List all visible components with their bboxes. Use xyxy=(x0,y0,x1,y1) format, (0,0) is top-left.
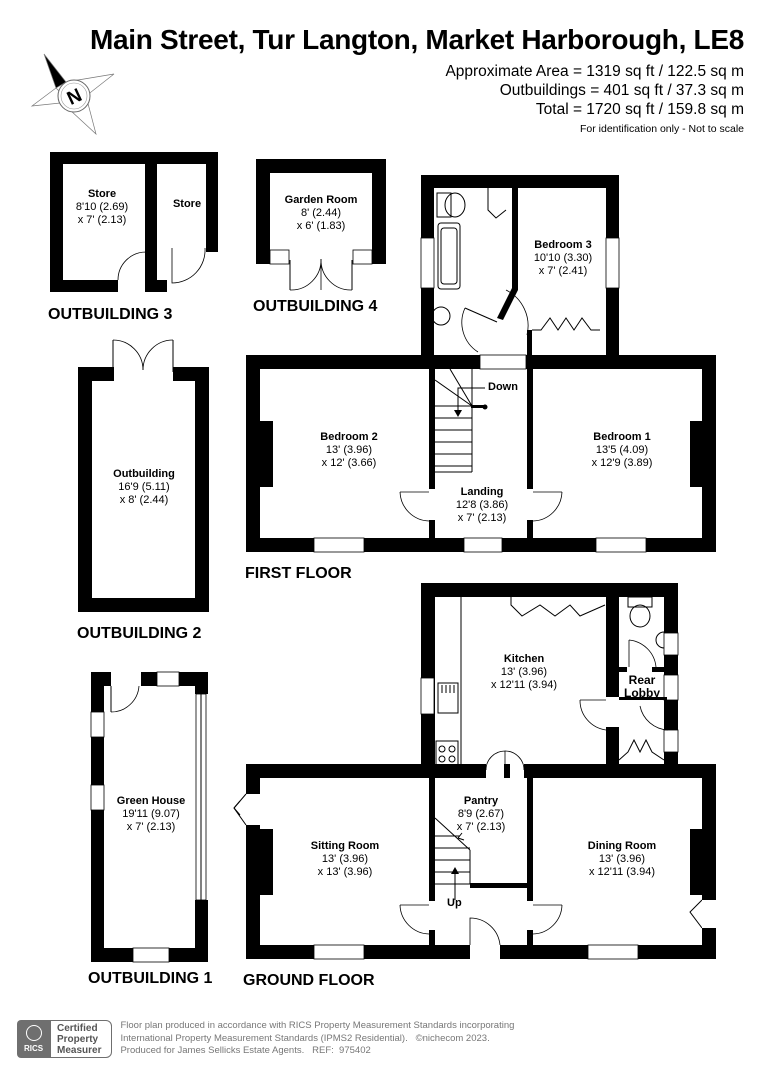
outbuilding-1-label: OUTBUILDING 1 xyxy=(88,970,213,987)
footer: RICS Certified Property Measurer Floor p… xyxy=(17,1020,514,1058)
room-label-bedroom-2: Bedroom 2 13' (3.96) x 12' (3.66) xyxy=(320,431,378,469)
outbuildings-area: Outbuildings = 401 sq ft / 37.3 sq m xyxy=(499,82,744,99)
room-label-pantry: Pantry 8'9 (2.67) x 7' (2.13) xyxy=(456,795,506,833)
outbuilding-4-label: OUTBUILDING 4 xyxy=(253,298,378,315)
ground-floor-label: GROUND FLOOR xyxy=(243,972,375,989)
room-label-rear-lobby: Rear Lobby xyxy=(624,673,660,700)
total-area: Total = 1720 sq ft / 159.8 sq m xyxy=(535,101,744,118)
room-label-sitting-room: Sitting Room 13' (3.96) x 13' (3.96) xyxy=(310,840,380,878)
rics-emblem-icon xyxy=(25,1025,42,1041)
stairs-up-label: Up xyxy=(447,897,462,909)
outbuilding-2-label: OUTBUILDING 2 xyxy=(77,625,202,642)
room-label-kitchen: Kitchen 13' (3.96) x 12'11 (3.94) xyxy=(490,653,558,691)
room-label-landing: Landing 12'8 (3.86) x 7' (2.13) xyxy=(455,486,509,524)
north-compass-icon: N xyxy=(30,53,115,136)
room-label-bedroom-3: Bedroom 3 10'10 (3.30) x 7' (2.41) xyxy=(533,239,593,277)
approximate-area: Approximate Area = 1319 sq ft / 122.5 sq… xyxy=(445,63,744,80)
ground-floor-walls xyxy=(233,583,716,960)
area-summary: Approximate Area = 1319 sq ft / 122.5 sq… xyxy=(445,62,744,136)
room-label-bedroom-1: Bedroom 1 13'5 (4.09) x 12'9 (3.89) xyxy=(591,431,653,469)
scale-note: For identification only - Not to scale xyxy=(580,123,744,135)
room-label-green-house: Green House 19'11 (9.07) x 7' (2.13) xyxy=(116,795,186,833)
stairs-down-label: Down xyxy=(488,381,518,393)
room-label-store-2: Store xyxy=(172,198,202,210)
room-label-store-1: Store 8'10 (2.69) x 7' (2.13) xyxy=(75,188,129,226)
first-floor-label: FIRST FLOOR xyxy=(245,565,352,582)
property-title: Main Street, Tur Langton, Market Harboro… xyxy=(89,24,744,55)
room-label-dining-room: Dining Room 13' (3.96) x 12'11 (3.94) xyxy=(587,840,657,878)
outbuilding-1-walls xyxy=(90,671,208,963)
rics-logo: RICS xyxy=(17,1020,50,1058)
outbuilding-3-walls xyxy=(50,152,218,292)
outbuilding-3-label: OUTBUILDING 3 xyxy=(48,306,173,323)
room-label-outbuilding: Outbuilding 16'9 (5.11) x 8' (2.44) xyxy=(113,468,175,506)
outbuilding-4-walls xyxy=(256,159,386,291)
first-floor-walls xyxy=(246,175,716,553)
outbuilding-2-walls xyxy=(78,339,209,612)
certified-property-measurer-badge: Certified Property Measurer xyxy=(50,1020,113,1058)
footer-disclaimer: Floor plan produced in accordance with R… xyxy=(120,1020,515,1057)
room-label-garden-room: Garden Room 8' (2.44) x 6' (1.83) xyxy=(284,194,358,232)
